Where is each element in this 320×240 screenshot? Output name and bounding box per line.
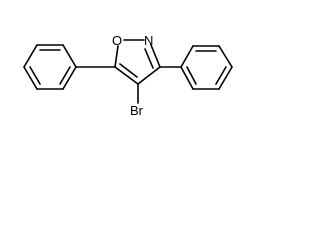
phenyl-ring-right — [159, 45, 233, 90]
phenyl-left-double — [29, 66, 41, 85]
phenyl-left-bond — [62, 66, 77, 90]
bond-n-c3 — [150, 44, 161, 68]
phenyl-left-bond — [23, 66, 38, 90]
phenyl-left-double — [59, 66, 71, 85]
phenyl-right-double — [215, 66, 227, 85]
phenyl-ring-left — [23, 44, 116, 90]
bond-n-c3-double — [144, 48, 154, 69]
phenyl-right-double — [186, 66, 197, 85]
atom-label-oxygen: O — [112, 33, 122, 48]
bond-c4-c5 — [114, 66, 139, 85]
phenyl-left-bond — [23, 44, 38, 68]
phenyl-left-bond — [62, 44, 77, 68]
atom-label-bromine: Br — [130, 103, 144, 118]
phenyl-right-bond — [180, 45, 194, 68]
bond-c5-o — [114, 45, 119, 68]
phenyl-right-bond — [218, 66, 233, 90]
phenyl-right-bond — [218, 45, 233, 68]
isoxazole-ring — [114, 39, 161, 85]
bond-c4-c5-double — [119, 63, 138, 78]
phenyl-right-bond — [180, 66, 194, 90]
bond-c3-c4 — [137, 66, 161, 85]
atom-label-nitrogen: N — [144, 33, 153, 48]
structure-diagram: O N Br — [23, 33, 233, 118]
